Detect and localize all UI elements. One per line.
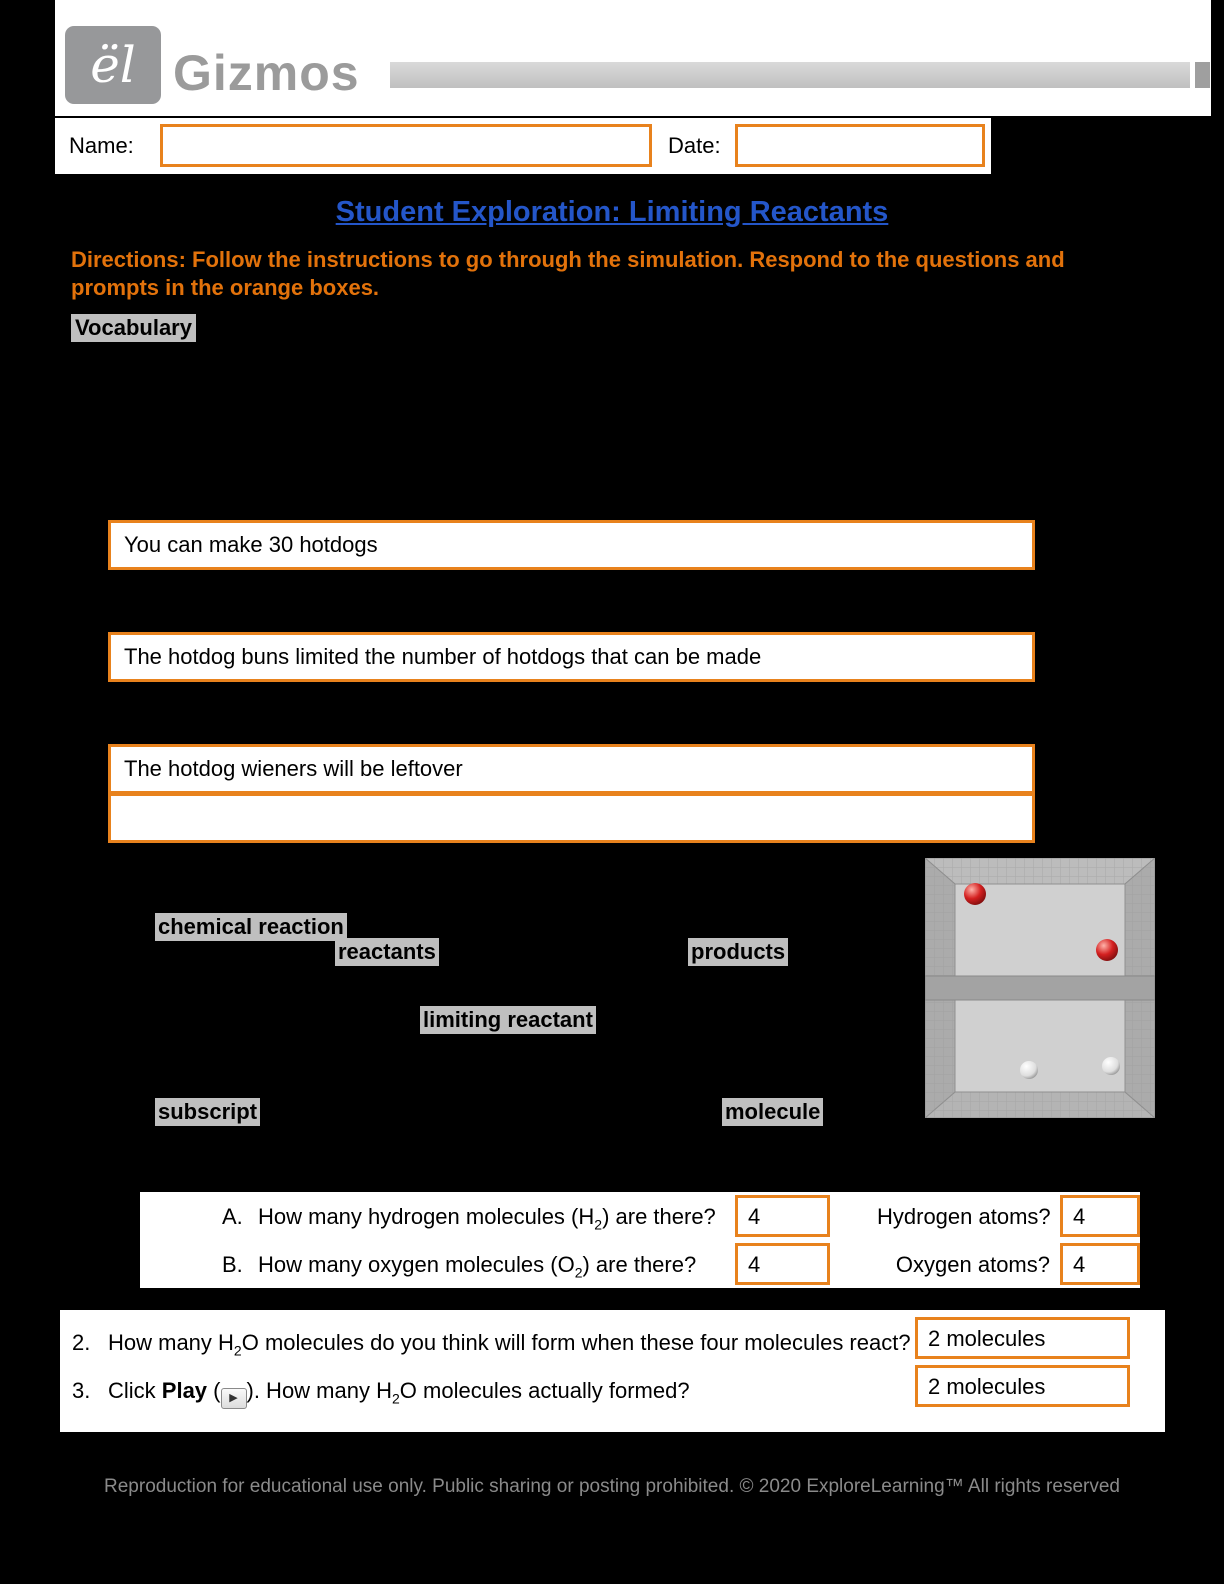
oxygen-atoms-answer[interactable]: 4 — [1060, 1243, 1140, 1285]
logo-text: ël — [90, 36, 136, 94]
vocab-term-products: products — [688, 938, 789, 966]
directions-text: Directions: Follow the instructions to g… — [71, 247, 1065, 300]
question-b-pre: How many oxygen molecules (O — [258, 1252, 575, 1277]
oxygen-molecule-icon — [1096, 939, 1118, 961]
date-input[interactable] — [735, 124, 985, 167]
question-3-part2: ( — [207, 1378, 221, 1403]
answer-box-hotdogs[interactable]: You can make 30 hotdogs — [108, 520, 1035, 570]
question-2-subscript: 2 — [233, 1342, 242, 1359]
answer-box-buns[interactable]: The hotdog buns limited the number of ho… — [108, 632, 1035, 682]
question-b-post: ) are there? — [582, 1252, 697, 1277]
question-2-post: O molecules do you think will form when … — [241, 1330, 911, 1355]
question-b-text: How many oxygen molecules (O2) are there… — [258, 1252, 696, 1280]
question-a-pre: How many hydrogen molecules (H — [258, 1204, 595, 1229]
name-label: Name: — [69, 133, 134, 158]
hydrogen-molecule-icon — [1102, 1057, 1120, 1075]
play-word: Play — [161, 1378, 208, 1403]
vocab-term-subscript: subscript — [155, 1098, 261, 1126]
vocab-term-reactants: reactants — [335, 938, 439, 966]
date-label: Date: — [668, 133, 721, 158]
copyright-footer: Reproduction for educational use only. P… — [104, 1476, 1120, 1497]
question-3-part1: Click — [108, 1378, 162, 1403]
answer-box-wieners[interactable]: The hotdog wieners will be leftover — [108, 744, 1035, 794]
page-title-text: Student Exploration: Limiting Reactants — [335, 196, 889, 228]
question-3-number: 3. — [72, 1378, 91, 1403]
question-b-row: B. How many oxygen molecules (O2) are th… — [140, 1240, 1140, 1288]
question-2-number: 2. — [72, 1330, 91, 1355]
oxygen-atoms-label: Oxygen atoms? — [895, 1252, 1050, 1277]
question-23-box: 2. How many H2O molecules do you think w… — [60, 1310, 1165, 1432]
hydrogen-atoms-answer[interactable]: 4 — [1060, 1195, 1140, 1237]
question-a-label: A. — [222, 1204, 243, 1229]
name-input[interactable] — [160, 124, 652, 167]
hydrogen-molecule-icon — [1020, 1061, 1038, 1079]
question-3-answer[interactable]: 2 molecules — [915, 1365, 1130, 1407]
question-2-text: How many H2O molecules do you think will… — [108, 1330, 911, 1358]
name-date-row: Name: Date: — [55, 118, 991, 174]
explorelearning-logo-icon: ël — [65, 26, 161, 104]
page-title: Student Exploration: Limiting Reactants — [0, 196, 1224, 229]
question-a-text: How many hydrogen molecules (H2) are the… — [258, 1204, 716, 1232]
question-2-pre: How many H — [108, 1330, 234, 1355]
question-3-part4: O molecules actually formed? — [399, 1378, 690, 1403]
oxygen-molecule-icon — [964, 883, 986, 905]
header: ël Gizmos — [55, 0, 1211, 116]
play-button-icon: ▶ — [220, 1388, 247, 1409]
hydrogen-molecules-answer[interactable]: 4 — [735, 1195, 830, 1237]
oxygen-molecules-answer[interactable]: 4 — [735, 1243, 830, 1285]
vocab-term-limiting-reactant: limiting reactant — [420, 1006, 596, 1034]
question-3-text: Click Play (▶). How many H2O molecules a… — [108, 1378, 690, 1409]
question-a-row: A. How many hydrogen molecules (H2) are … — [140, 1192, 1140, 1240]
question-a-post: ) are there? — [602, 1204, 716, 1229]
simulation-chamber-image — [923, 856, 1157, 1120]
question-3-part3: ). How many H — [246, 1378, 392, 1403]
question-3-subscript: 2 — [391, 1390, 400, 1407]
vocab-term-chemical-reaction: chemical reaction — [155, 913, 347, 941]
vocab-term-molecule: molecule — [722, 1098, 824, 1126]
question-b-label: B. — [222, 1252, 243, 1277]
question-2-answer[interactable]: 2 molecules — [915, 1317, 1130, 1359]
simulation-chamber-svg — [923, 856, 1157, 1120]
header-decorative-bar — [390, 62, 1190, 88]
brand-name: Gizmos — [173, 45, 360, 101]
answer-box-empty[interactable] — [108, 793, 1035, 843]
vocabulary-heading: Vocabulary — [71, 314, 196, 342]
chamber-divider — [924, 975, 1156, 1001]
header-bar-end-cap — [1195, 62, 1210, 88]
question-ab-box: A. How many hydrogen molecules (H2) are … — [140, 1192, 1140, 1288]
question-a-subscript: 2 — [594, 1216, 603, 1233]
question-b-subscript: 2 — [574, 1264, 583, 1281]
hydrogen-atoms-label: Hydrogen atoms? — [877, 1204, 1051, 1229]
